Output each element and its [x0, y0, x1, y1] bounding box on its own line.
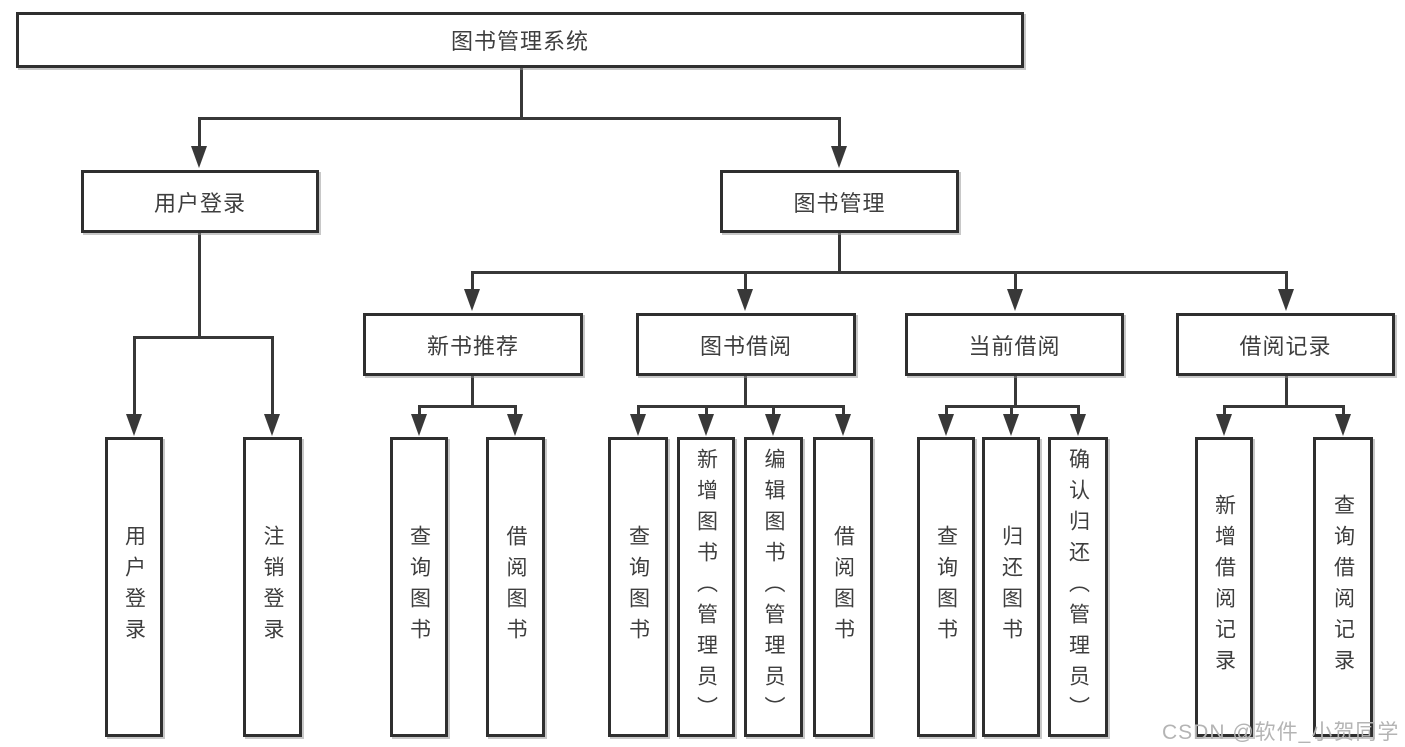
- node-current-borrowing-label: 当前借阅: [968, 333, 1061, 359]
- connector-user-login-stem: [198, 233, 201, 336]
- node-borrowing-records-label: 借阅记录: [1239, 333, 1332, 359]
- leaf-edit-books-admin: 编辑图书（管理员）: [744, 437, 803, 737]
- leaf-confirm-return-admin-label: 确认归还（管理员）: [1066, 447, 1090, 727]
- connector-book-borrowing-hline: [637, 405, 845, 408]
- leaf-query-books-current: 查询图书: [917, 437, 975, 737]
- node-new-book-recommendation-label: 新书推荐: [426, 333, 519, 359]
- leaf-query-books-recommend: 查询图书: [390, 437, 448, 737]
- arrow-down-icon: [835, 414, 851, 436]
- connector-leaf: [1010, 405, 1013, 416]
- leaf-query-books-current-label: 查询图书: [934, 525, 958, 649]
- connector-root-stem: [520, 68, 523, 117]
- arrow-down-icon: [507, 414, 523, 436]
- connector-to-book-borrowing: [744, 271, 747, 291]
- connector-leaf: [1223, 405, 1226, 416]
- leaf-borrow-books-borrowing-label: 借阅图书: [831, 525, 855, 649]
- arrow-down-icon: [411, 414, 427, 436]
- arrow-down-icon: [765, 414, 781, 436]
- connector-borrowing-records-hline: [1223, 405, 1344, 408]
- leaf-add-books-admin: 新增图书（管理员）: [677, 437, 735, 737]
- leaf-query-borrow-record: 查询借阅记录: [1313, 437, 1373, 737]
- node-user-login-label: 用户登录: [153, 190, 246, 216]
- arrow-down-icon: [264, 414, 280, 436]
- leaf-logout-login-label: 注销登录: [261, 525, 284, 649]
- connector-user-login-hline: [133, 336, 274, 339]
- connector-new-book-hline: [418, 405, 517, 408]
- connector-level1-hline: [198, 117, 841, 120]
- arrow-down-icon: [698, 414, 714, 436]
- connector-leaf: [945, 405, 948, 416]
- leaf-borrow-books-recommend-label: 借阅图书: [504, 525, 527, 649]
- node-book-management: 图书管理: [720, 170, 959, 233]
- node-book-management-label: 图书管理: [793, 190, 886, 216]
- leaf-user-login-label: 用户登录: [122, 525, 146, 649]
- connector-borrowing-records-stem: [1285, 376, 1288, 406]
- arrow-down-icon: [1278, 289, 1294, 311]
- node-book-borrowing: 图书借阅: [636, 313, 856, 376]
- connector-leaf: [772, 405, 775, 416]
- connector-leaf: [705, 405, 708, 416]
- leaf-add-books-admin-label: 新增图书（管理员）: [694, 447, 718, 727]
- node-root: 图书管理系统: [16, 12, 1024, 68]
- arrow-down-icon: [1216, 414, 1232, 436]
- arrow-down-icon: [1070, 414, 1086, 436]
- leaf-user-login: 用户登录: [105, 437, 163, 737]
- leaf-borrow-books-borrowing: 借阅图书: [813, 437, 873, 737]
- leaf-logout-login: 注销登录: [243, 437, 302, 737]
- leaf-return-books-label: 归还图书: [999, 525, 1023, 649]
- leaf-query-books-borrowing: 查询图书: [608, 437, 668, 737]
- arrow-down-icon: [630, 414, 646, 436]
- leaf-query-borrow-record-label: 查询借阅记录: [1331, 494, 1355, 680]
- arrow-down-icon: [737, 289, 753, 311]
- arrow-down-icon: [1003, 414, 1019, 436]
- node-new-book-recommendation: 新书推荐: [363, 313, 583, 376]
- arrow-down-icon: [1007, 289, 1023, 311]
- connector-to-leaf-logout: [271, 336, 274, 416]
- connector-to-user-login: [198, 117, 201, 149]
- connector-to-leaf-user-login: [133, 336, 136, 416]
- node-borrowing-records: 借阅记录: [1176, 313, 1395, 376]
- connector-to-book-management: [838, 117, 841, 149]
- leaf-return-books: 归还图书: [982, 437, 1040, 737]
- connector-leaf: [637, 405, 640, 416]
- leaf-query-books-recommend-label: 查询图书: [407, 525, 431, 649]
- leaf-add-borrow-record-label: 新增借阅记录: [1212, 494, 1236, 680]
- leaf-add-borrow-record: 新增借阅记录: [1195, 437, 1253, 737]
- connector-to-current-borrowing: [1014, 271, 1017, 291]
- node-user-login: 用户登录: [81, 170, 319, 233]
- connector-leaf: [514, 405, 517, 416]
- node-book-borrowing-label: 图书借阅: [699, 333, 792, 359]
- arrow-down-icon: [938, 414, 954, 436]
- connector-leaf: [842, 405, 845, 416]
- node-current-borrowing: 当前借阅: [905, 313, 1124, 376]
- node-root-label: 图书管理系统: [450, 29, 589, 54]
- arrow-down-icon: [464, 289, 480, 311]
- connector-leaf: [1342, 405, 1345, 416]
- connector-book-management-stem: [838, 233, 841, 271]
- connector-current-borrowing-stem: [1014, 376, 1017, 406]
- arrow-down-icon: [1335, 414, 1351, 436]
- leaf-edit-books-admin-label: 编辑图书（管理员）: [762, 447, 785, 727]
- leaf-borrow-books-recommend: 借阅图书: [486, 437, 545, 737]
- connector-to-borrowing-records: [1285, 271, 1288, 291]
- arrow-down-icon: [191, 146, 207, 168]
- arrow-down-icon: [831, 146, 847, 168]
- connector-level3-hline: [471, 271, 1288, 274]
- connector-to-new-book: [471, 271, 474, 291]
- connector-book-borrowing-stem: [744, 376, 747, 406]
- arrow-down-icon: [126, 414, 142, 436]
- connector-new-book-stem: [471, 376, 474, 406]
- leaf-query-books-borrowing-label: 查询图书: [626, 525, 650, 649]
- connector-leaf: [418, 405, 421, 416]
- leaf-confirm-return-admin: 确认归还（管理员）: [1048, 437, 1108, 737]
- connector-leaf: [1077, 405, 1080, 416]
